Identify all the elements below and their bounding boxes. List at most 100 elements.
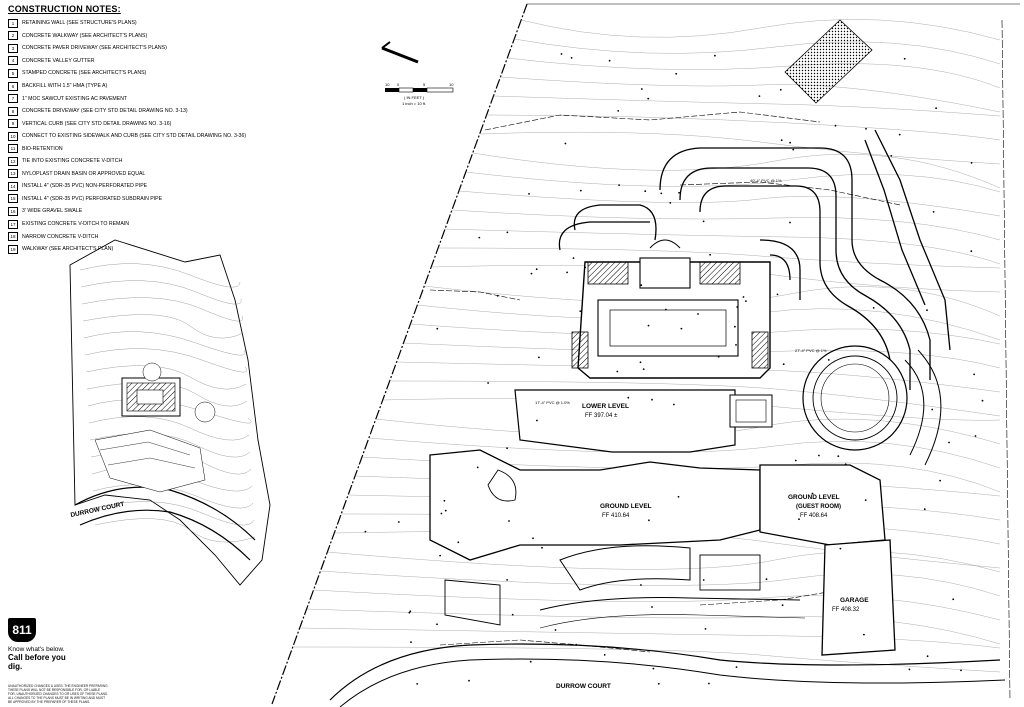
- note-text: BACKFILL WITH 1.5" HMA (TYPE A): [22, 83, 108, 89]
- key-contour-line: [81, 297, 243, 322]
- note-text: CONCRETE DRIVEWAY (SEE CITY STD DETAIL D…: [22, 108, 188, 115]
- spot-elevation-dot: [476, 466, 479, 469]
- spot-elevation-dot: [865, 127, 867, 130]
- spot-elevation-dot: [789, 141, 791, 144]
- spot-elevation-dot: [745, 300, 747, 302]
- spot-elevation-dot: [657, 682, 660, 685]
- spot-elevation-dot: [926, 655, 929, 658]
- spot-elevation-dot: [647, 324, 650, 327]
- spot-elevation-dot: [440, 512, 443, 515]
- spot-elevation-dot: [640, 88, 643, 90]
- key-contour-line: [88, 416, 250, 441]
- spot-elevation-dot: [660, 192, 663, 195]
- note-number: 6: [8, 81, 18, 91]
- note-number: 14: [8, 181, 18, 191]
- contour-line: [486, 114, 1001, 141]
- contour-line: [479, 132, 1001, 165]
- spot-elevation-dot: [948, 441, 950, 444]
- note-text: CONCRETE PAVER DRIVEWAY (SEE ARCHITECT'S…: [22, 45, 167, 52]
- spot-elevation-dot: [782, 363, 785, 366]
- call-before-dig-badge: 811 Know what's below. Call before you d…: [8, 618, 66, 671]
- note-text: EXISTING CONCRETE V-DITCH TO REMAIN: [22, 221, 130, 228]
- guest-level-label: GROUND LEVEL: [788, 494, 840, 501]
- construction-notes-title: CONSTRUCTION NOTES:: [8, 4, 121, 14]
- note-text: VERTICAL CURB (SEE CITY STD DETAIL DRAWI…: [22, 120, 172, 127]
- spot-elevation-dot: [742, 296, 745, 298]
- spot-elevation-dot: [735, 666, 738, 668]
- spot-elevation-dot: [528, 193, 530, 195]
- key-contour-line: [92, 484, 254, 509]
- spot-elevation-dot: [839, 547, 842, 550]
- contour-line: [320, 570, 1001, 597]
- note-number: 16: [8, 206, 18, 216]
- spot-elevation-dot: [714, 54, 716, 57]
- spot-elevation-dot: [792, 148, 795, 151]
- spot-elevation-dot: [864, 499, 867, 501]
- contour-line: [389, 380, 1001, 417]
- contour-line: [500, 76, 1001, 113]
- spot-elevation-dot: [734, 325, 736, 328]
- guest-level-ff: FF 408.64: [800, 513, 828, 519]
- construction-note: 6 BACKFILL WITH 1.5" HMA (TYPE A): [8, 80, 246, 93]
- spot-elevation-dot: [536, 419, 538, 422]
- note-text: 1" MOC SAWCUT EXISTING AC PAVEMENT: [22, 95, 128, 102]
- spot-elevation-dot: [652, 667, 655, 670]
- spot-elevation-dot: [717, 355, 720, 358]
- spot-elevation-dot: [616, 370, 619, 373]
- spot-elevation-dot: [439, 554, 441, 557]
- spot-elevation-dot: [535, 268, 538, 271]
- scale-tick-3: 5: [423, 82, 426, 87]
- note-number: 7: [8, 94, 18, 104]
- spot-elevation-dot: [478, 236, 481, 239]
- construction-note: 7 1" MOC SAWCUT EXISTING AC PAVEMENT: [8, 92, 246, 105]
- spot-elevation-dot: [603, 654, 606, 656]
- scale-tick-1: 10: [385, 82, 390, 87]
- key-contour-line: [94, 518, 256, 543]
- spot-elevation-dot: [794, 459, 797, 462]
- contour-line: [507, 57, 1001, 89]
- construction-note: 9 VERTICAL CURB (SEE CITY STD DETAIL DRAW…: [8, 117, 246, 130]
- note-number: 19: [8, 244, 18, 254]
- spot-elevation-dot: [444, 509, 447, 512]
- spot-elevation-dot: [506, 579, 508, 581]
- spot-elevation-dot: [890, 155, 893, 157]
- spot-elevation-dot: [780, 139, 783, 142]
- spot-elevation-dot: [960, 669, 962, 672]
- contour-line: [368, 437, 1001, 469]
- key-contour-line: [79, 263, 241, 288]
- spot-elevation-dot: [827, 359, 830, 361]
- note-number: 2: [8, 31, 18, 41]
- spot-elevation-dot: [973, 373, 975, 376]
- note-text: RETAINING WALL (SEE STRUCTURE'S PLANS): [22, 20, 137, 27]
- key-contour-line: [80, 280, 242, 305]
- key-contour-line: [82, 314, 244, 339]
- note-text: CONCRETE WALKWAY (SEE ARCHITECT'S PLANS): [22, 32, 148, 39]
- note-number: 9: [8, 119, 18, 129]
- note-text: BIO-RETENTION: [22, 145, 63, 152]
- spot-elevation-dot: [408, 611, 411, 614]
- spot-elevation-dot: [926, 309, 928, 312]
- spot-elevation-dot: [416, 683, 419, 685]
- spot-elevation-dot: [898, 133, 901, 136]
- spot-elevation-dot: [640, 284, 643, 287]
- spot-elevation-dot: [508, 520, 510, 522]
- main-site-plan: [271, 3, 1020, 707]
- spot-elevation-dot: [903, 57, 906, 60]
- spot-elevation-dot: [697, 313, 699, 315]
- spot-elevation-dot: [530, 272, 533, 275]
- contour-line: [438, 247, 1001, 269]
- contour-line: [375, 418, 1001, 445]
- spot-elevation-dot: [639, 361, 642, 364]
- key-contour-line: [85, 365, 247, 390]
